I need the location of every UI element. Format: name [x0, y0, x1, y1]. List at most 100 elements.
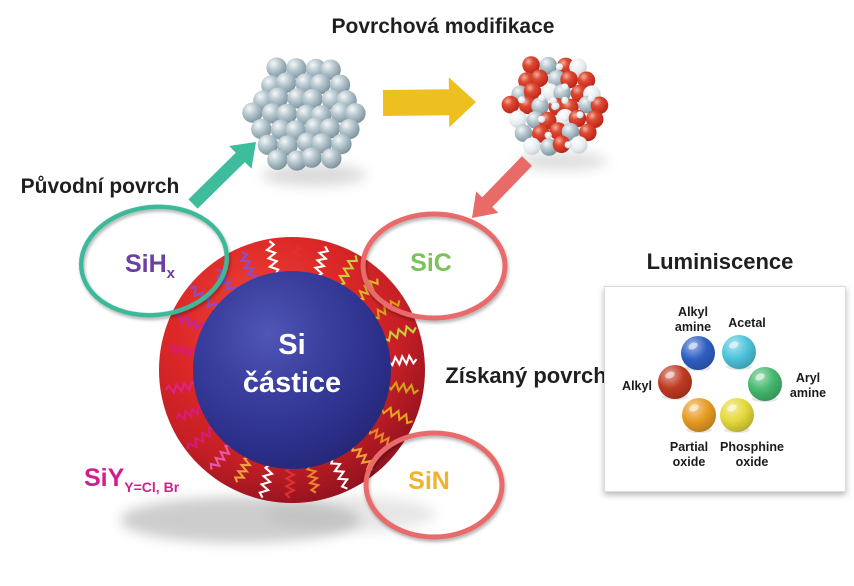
cluster-atom	[276, 103, 297, 125]
cluster-atom	[329, 74, 351, 95]
cluster-atom	[569, 58, 587, 76]
cluster-atom	[577, 71, 596, 90]
cluster-atom-small	[518, 96, 526, 104]
si-particle-label: Si částice	[243, 326, 341, 402]
sphere-highlight	[729, 341, 739, 349]
luminescence-spheres	[658, 335, 782, 433]
cluster-atom	[531, 97, 549, 115]
sin-label: SiN	[408, 467, 450, 495]
cluster-atom	[277, 135, 298, 156]
cluster-atom	[530, 69, 549, 87]
cluster-atom	[331, 133, 352, 155]
si-particle-line2: částice	[242, 367, 342, 399]
ligand-zigzag	[383, 324, 417, 343]
ligand-zigzag	[283, 466, 297, 499]
cluster-atom	[509, 110, 527, 128]
ligand-zigzag	[264, 240, 280, 276]
ligand-zigzag	[387, 353, 418, 367]
siy-label: SiYY=Cl, Br	[84, 464, 179, 495]
cluster-atom	[304, 117, 326, 138]
sic-ellipse	[360, 211, 508, 321]
cluster-atom-small	[561, 96, 569, 104]
cluster-atom	[556, 57, 575, 76]
original-surface-label: Původní povrch	[20, 175, 180, 198]
ligand-zigzag	[305, 464, 321, 494]
cluster-atom	[522, 56, 540, 74]
cluster-atom-small	[551, 102, 559, 111]
cluster-atom	[267, 87, 289, 108]
sin-ellipse	[363, 430, 505, 540]
cluster-atom	[570, 136, 588, 154]
ligand-zigzag	[289, 244, 303, 274]
sphere-highlight	[688, 342, 698, 350]
cluster-atom	[261, 103, 283, 124]
cluster-atom	[275, 72, 297, 93]
ligand-zigzag	[164, 380, 197, 395]
ligand-label-acetal: Acetal	[728, 316, 766, 330]
nanoparticle-original	[242, 57, 366, 171]
cluster-atom	[287, 88, 308, 109]
cluster-atom	[541, 83, 559, 101]
ligand-zigzag	[233, 456, 253, 483]
ligand-zigzag	[216, 269, 236, 293]
ligand-zigzag	[337, 255, 359, 287]
cluster-atom	[257, 134, 279, 155]
cluster-atom	[301, 147, 322, 168]
arrow-original-to-particle	[188, 142, 256, 209]
si-particle-line1: Si	[278, 329, 306, 361]
ligand-zigzag	[368, 427, 393, 448]
ligand-zigzag	[175, 312, 206, 332]
cluster-atom	[267, 149, 288, 170]
cluster-atom	[539, 56, 558, 75]
ligand-label-alkyl: Alkyl	[622, 379, 652, 393]
cluster-atom-small	[544, 131, 552, 139]
cluster-atom	[532, 125, 550, 143]
sphere-highlight	[689, 404, 699, 412]
ligand-sphere-aryl-amine	[748, 367, 782, 401]
ligand-zigzag	[175, 404, 204, 422]
ligand-sphere-alkyl	[658, 365, 692, 399]
siy-main: SiY	[84, 464, 125, 492]
cluster-atom	[501, 95, 520, 114]
cluster-atom-small	[561, 114, 569, 122]
cluster-atom	[270, 119, 292, 140]
ligand-zigzag	[358, 278, 379, 301]
sphere-highlight	[727, 404, 737, 412]
cluster-atom-small	[555, 63, 564, 71]
cluster-atom	[523, 137, 541, 156]
luminescence-title: Luminiscence	[646, 249, 794, 274]
particle-core	[193, 271, 391, 469]
cluster-atom-small	[564, 141, 572, 149]
ligand-zigzag	[258, 463, 275, 499]
cluster-atom	[311, 133, 332, 154]
sihx-main: SiH	[124, 250, 167, 278]
cluster-atom	[339, 118, 360, 140]
sphere-highlight	[755, 373, 765, 381]
obtained-surface-label: Získaný povrch	[445, 363, 607, 388]
ligand-sphere-partial-oxide	[682, 398, 716, 432]
cluster-atom	[345, 103, 366, 124]
cluster-atom	[295, 73, 316, 94]
cluster-atom-small	[549, 97, 557, 105]
sic-label: SiC	[410, 249, 452, 277]
cluster-atom-small	[537, 115, 546, 123]
ligand-zigzag	[186, 426, 215, 450]
ligand-zigzag	[386, 380, 420, 395]
cluster-atom-small	[587, 94, 595, 102]
ligand-zigzag	[168, 343, 198, 359]
cluster-atom	[320, 59, 341, 80]
ligand-zigzag	[380, 405, 413, 425]
ligand-sphere-acetal	[722, 335, 756, 369]
cluster-atom	[590, 96, 609, 115]
cluster-atom	[319, 118, 341, 139]
sihx-label: SiHx	[125, 250, 175, 282]
cluster-atom-small	[561, 83, 569, 91]
cluster-atom	[547, 70, 566, 88]
cluster-atom-small	[576, 111, 584, 119]
cluster-atom	[242, 102, 263, 123]
cluster-atom	[266, 57, 287, 78]
